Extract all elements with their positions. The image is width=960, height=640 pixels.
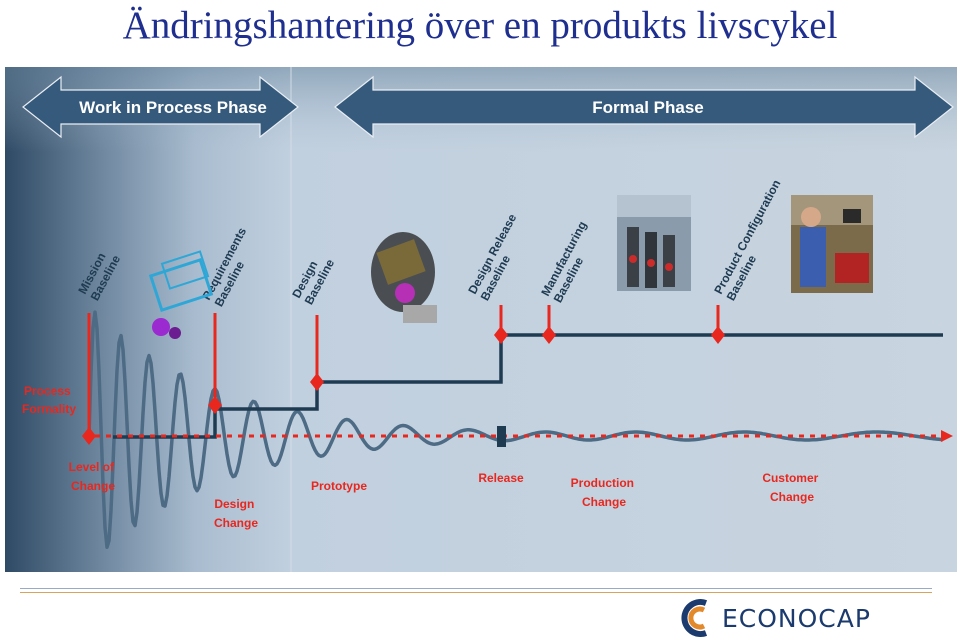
technician-photo — [791, 195, 873, 293]
formal-phase-label: Formal Phase — [592, 98, 704, 117]
footer-rule-blue — [20, 588, 932, 589]
slide-title: Ändringshantering över en produkts livsc… — [122, 4, 838, 47]
formal-phase-arrow — [334, 75, 954, 139]
change-wave — [87, 310, 944, 549]
product-config-baseline-diamond — [711, 326, 725, 344]
manufacturing-baseline-diamond — [542, 326, 556, 344]
wip-phase-label: Work in Process Phase — [79, 98, 267, 117]
production-change-label: Production Change — [571, 476, 638, 509]
design-baseline-diamond — [310, 373, 324, 391]
prototype-label: Prototype — [311, 479, 367, 493]
production-line-photo — [617, 195, 691, 291]
release-marker — [497, 426, 506, 447]
engine-schematic-image — [148, 250, 214, 339]
level-of-change-arrowhead — [941, 430, 953, 442]
release-label: Release — [478, 471, 524, 485]
econocap-logo-text: ECONOCAP — [722, 603, 871, 633]
milestone-markers — [82, 305, 725, 445]
wip-phase-arrow — [22, 75, 299, 139]
footer-rule-orange — [20, 592, 932, 593]
engine-model-image — [371, 232, 437, 323]
design-change-label: Design Change — [214, 497, 258, 530]
mission-baseline-diamond — [82, 427, 96, 445]
design-release-baseline-diamond — [494, 326, 508, 344]
requirements-baseline-diamond — [208, 396, 222, 414]
econocap-logo-icon — [681, 599, 708, 637]
econocap-logo: ECONOCAP — [680, 598, 880, 638]
process-formality-label: Process Formality — [22, 384, 76, 416]
change-management-diagram: Work in Process Phase Formal Phase Missi… — [5, 67, 957, 572]
level-of-change-label: Level of Change — [69, 460, 118, 493]
customer-change-label: Customer Change — [762, 471, 821, 504]
